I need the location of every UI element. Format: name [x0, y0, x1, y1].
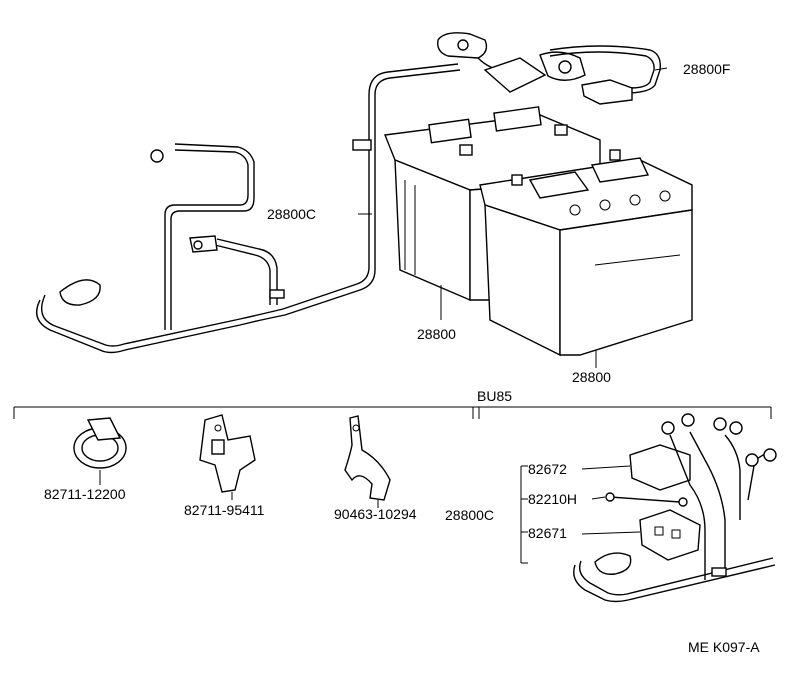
label-90463-10294: 90463-10294 [334, 506, 417, 522]
label-28800F: 28800F [683, 61, 730, 77]
label-28800C-bottom: 28800C [445, 507, 494, 523]
clamp-82711-95411-drawing [199, 414, 256, 500]
harness-28800C-drawing [36, 63, 461, 354]
cable-28800F-drawing [437, 32, 668, 105]
clamp-82711-12200-drawing [73, 417, 127, 485]
drawing-code: ME K097-A [688, 639, 760, 655]
label-bu85: BU85 [477, 388, 512, 404]
clip-90463-10294-drawing [344, 415, 391, 508]
label-28800-b: 28800 [572, 369, 611, 385]
battery-right-drawing [479, 149, 693, 357]
label-82711-95411: 82711-95411 [184, 502, 265, 518]
harness-assembly-bottom-drawing [520, 413, 777, 603]
label-82671: 82671 [528, 525, 567, 541]
label-82210H: 82210H [528, 491, 577, 507]
label-82672: 82672 [528, 461, 567, 477]
label-82711-12200: 82711-12200 [44, 486, 126, 502]
label-28800C-top: 28800C [267, 206, 316, 222]
label-28800-a: 28800 [417, 326, 456, 342]
bu85-bracket [13, 406, 772, 419]
